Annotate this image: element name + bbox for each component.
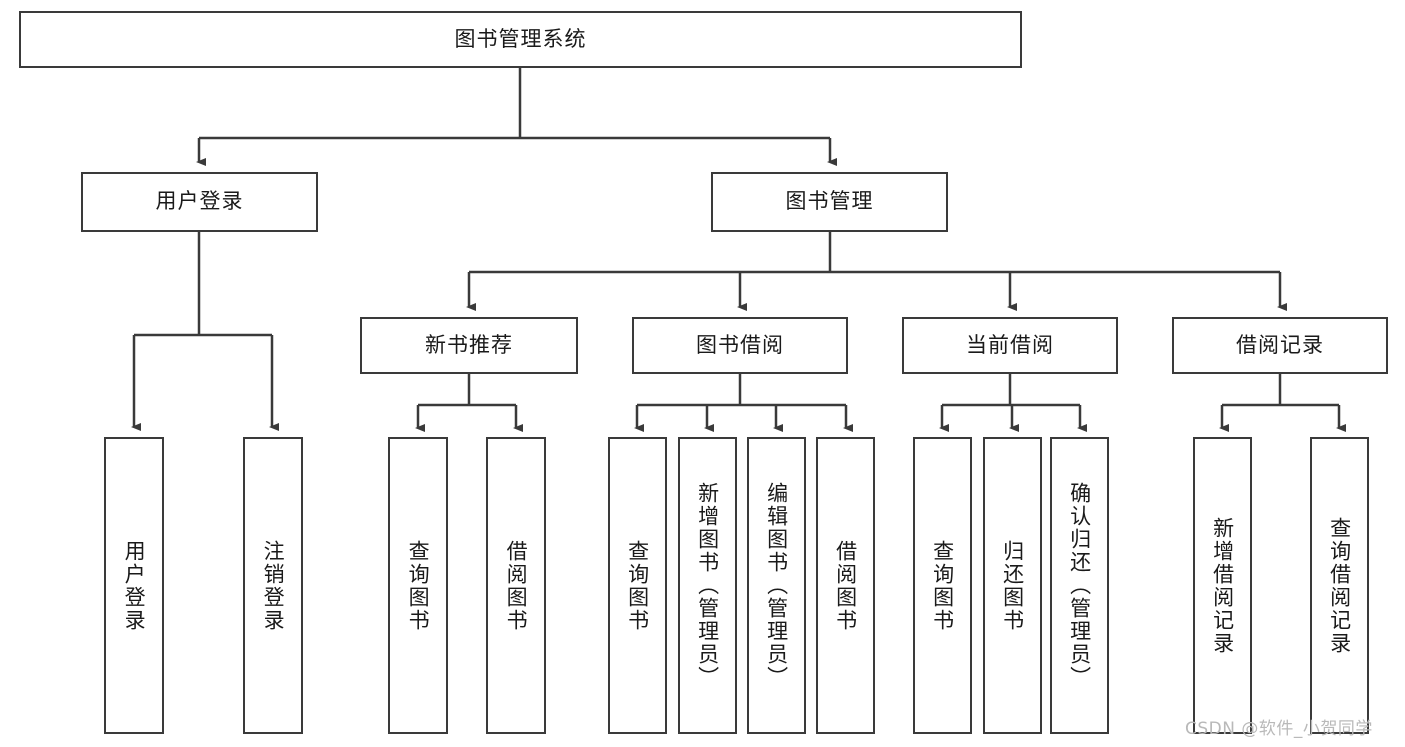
leaf-query-books-recommend[interactable]: 查询图书 <box>388 437 448 734</box>
leaf-query-books-current[interactable]: 查询图书 <box>913 437 972 734</box>
node-label: 图书借阅 <box>696 332 784 357</box>
leaf-query-books-borrow[interactable]: 查询图书 <box>608 437 667 734</box>
node-label: 借阅记录 <box>1236 332 1324 357</box>
node-label: 新增图书（管理员） <box>695 482 720 689</box>
node-label: 用户登录 <box>155 189 244 214</box>
node-book-borrow[interactable]: 图书借阅 <box>632 317 848 374</box>
node-label: 查询图书 <box>930 539 955 632</box>
leaf-add-borrow-record[interactable]: 新增借阅记录 <box>1193 437 1252 734</box>
node-label: 图书管理系统 <box>454 26 587 51</box>
leaf-confirm-return-admin[interactable]: 确认归还（管理员） <box>1050 437 1109 734</box>
node-label: 查询图书 <box>625 539 650 632</box>
leaf-edit-book-admin[interactable]: 编辑图书（管理员） <box>747 437 806 734</box>
node-book-management[interactable]: 图书管理 <box>711 172 948 232</box>
node-root[interactable]: 图书管理系统 <box>19 11 1022 68</box>
node-label: 新书推荐 <box>425 332 513 357</box>
node-label: 借阅图书 <box>833 539 858 632</box>
leaf-add-book-admin[interactable]: 新增图书（管理员） <box>678 437 737 734</box>
node-label: 图书管理 <box>785 189 874 214</box>
leaf-user-login[interactable]: 用户登录 <box>104 437 164 734</box>
leaf-borrow-books-recommend[interactable]: 借阅图书 <box>486 437 546 734</box>
watermark-text: CSDN @软件_小贺同学 <box>1185 719 1373 739</box>
node-new-book-recommend[interactable]: 新书推荐 <box>360 317 578 374</box>
node-label: 编辑图书（管理员） <box>764 482 789 689</box>
node-label: 归还图书 <box>1000 539 1025 632</box>
leaf-query-borrow-record[interactable]: 查询借阅记录 <box>1310 437 1369 734</box>
leaf-logout[interactable]: 注销登录 <box>243 437 303 734</box>
leaf-borrow-book[interactable]: 借阅图书 <box>816 437 875 734</box>
node-current-borrow[interactable]: 当前借阅 <box>902 317 1118 374</box>
node-label: 确认归还（管理员） <box>1067 482 1092 689</box>
node-label: 用户登录 <box>122 539 147 632</box>
node-label: 查询图书 <box>406 539 431 632</box>
node-label: 借阅图书 <box>504 539 529 632</box>
node-user-login[interactable]: 用户登录 <box>81 172 318 232</box>
node-label: 新增借阅记录 <box>1210 516 1235 655</box>
node-borrow-records[interactable]: 借阅记录 <box>1172 317 1388 374</box>
leaf-return-book[interactable]: 归还图书 <box>983 437 1042 734</box>
node-label: 当前借阅 <box>966 332 1054 357</box>
node-label: 查询借阅记录 <box>1327 516 1352 655</box>
node-label: 注销登录 <box>261 539 286 632</box>
